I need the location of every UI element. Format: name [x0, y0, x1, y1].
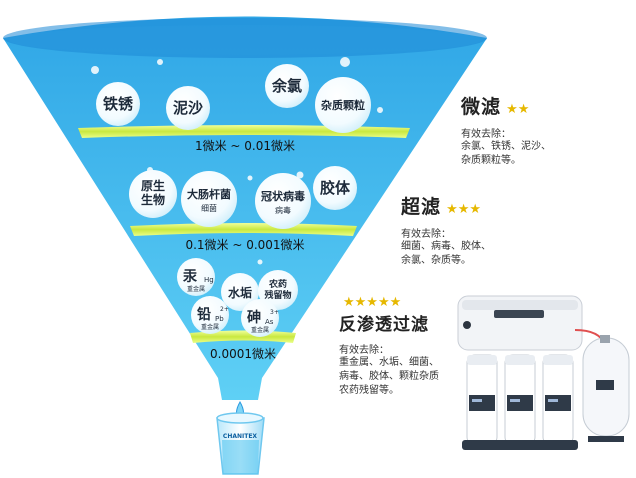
panel-ultrafiltration: 超滤 ★★★ 有效去除： 细菌、病毒、胶体、 余氯、杂质等。 [401, 192, 571, 268]
bubble-label: 大肠杆菌 [187, 187, 231, 201]
cup-brand: CHANITEX [223, 433, 258, 440]
bubble-arsenic: 砷 As 3+ 重金属 [241, 299, 279, 337]
bubble-ecoli: 大肠杆菌 细菌 [181, 171, 237, 227]
bubble-rust: 铁锈 [96, 82, 140, 126]
rating-stars-icon: ★★★★★ [343, 295, 402, 310]
panel-line: 重金属、水垢、细菌、 [339, 357, 439, 368]
bubble-colloid: 胶体 [313, 166, 357, 210]
bubble-lead: 铅 Pb 2+ 重金属 [191, 296, 229, 334]
panel-title: 超滤 [401, 196, 442, 218]
purifier-image [457, 295, 630, 450]
bubble-scale: 水垢 [221, 273, 259, 311]
bubble-charge: 2+ [220, 306, 229, 313]
bubble-sublabel: 重金属 [201, 323, 219, 331]
bubble-label: 水垢 [228, 285, 252, 300]
bubble-label: 余氯 [271, 77, 302, 95]
bubble-label: 杂质颗粒 [321, 98, 365, 112]
bubble-label: 原生生物 [141, 178, 165, 207]
range-label-2: 0.1微米 ~ 0.001微米 [185, 238, 304, 252]
panel-line: 细菌、病毒、胶体、 [401, 241, 491, 252]
bubble-protozoa: 原生生物 [129, 170, 177, 218]
panel-title: 微滤 [461, 96, 502, 118]
bubble-mercury: 汞 Hg 重金属 [177, 258, 215, 296]
bubble-label: 冠状病毒 [261, 189, 305, 203]
range-label-3: 0.0001微米 [210, 347, 276, 361]
panel-reverse-osmosis: ★★★★★ 反渗透过滤 有效去除： 重金属、水垢、细菌、 病毒、胶体、颗粒杂质 … [339, 291, 479, 398]
panel-line: 农药残留等。 [339, 385, 399, 396]
bubble-sand: 泥沙 [166, 86, 210, 130]
bubble-sublabel: 重金属 [251, 326, 269, 334]
funnel-rim-inner [9, 25, 481, 55]
bubble-label: 农药残留物 [264, 278, 291, 301]
bubble-coronavirus: 冠状病毒 病毒 [255, 173, 311, 229]
rating-stars-icon: ★★★ [446, 202, 482, 217]
bubble-chlorine: 余氯 [265, 64, 309, 108]
bubble-label: 汞 [182, 269, 198, 285]
bubble-formula: Pb [215, 315, 224, 323]
bubble-label: 铅 [196, 306, 211, 323]
panel-title: 反渗透过滤 [339, 315, 429, 335]
panel-line: 病毒、胶体、颗粒杂质 [339, 371, 439, 382]
panel-label: 有效去除： [339, 345, 389, 356]
bubble-formula: As [265, 318, 274, 326]
bubble-pesticide: 农药残留物 [258, 270, 298, 310]
panel-line: 余氯、铁锈、泥沙、 [461, 141, 551, 152]
bubble-impurities: 杂质颗粒 [315, 77, 371, 133]
rating-stars-icon: ★★ [506, 102, 530, 117]
panel-microfiltration: 微滤 ★★ 有效去除： 余氯、铁锈、泥沙、 杂质颗粒等。 [461, 92, 621, 168]
bubble-label: 胶体 [320, 179, 351, 197]
bubble-charge: 3+ [270, 309, 279, 316]
bubble-formula: Hg [204, 276, 214, 284]
bubble-label: 砷 [247, 309, 261, 326]
panel-line: 余氯、杂质等。 [401, 255, 471, 266]
panel-label: 有效去除： [461, 129, 511, 140]
cup-icon: CHANITEX [216, 412, 265, 475]
bubble-sublabel: 细菌 [201, 203, 217, 213]
range-label-1: 1微米 ~ 0.01微米 [195, 139, 295, 153]
membrane-microfiltration [78, 125, 410, 138]
membrane-ultrafiltration [130, 223, 357, 236]
panel-label: 有效去除： [401, 229, 451, 240]
panel-line: 杂质颗粒等。 [461, 155, 521, 166]
bubble-sublabel: 病毒 [275, 205, 291, 215]
bubble-label: 泥沙 [173, 99, 203, 117]
bubble-sublabel: 重金属 [187, 285, 205, 293]
bubble-label: 铁锈 [103, 95, 133, 113]
